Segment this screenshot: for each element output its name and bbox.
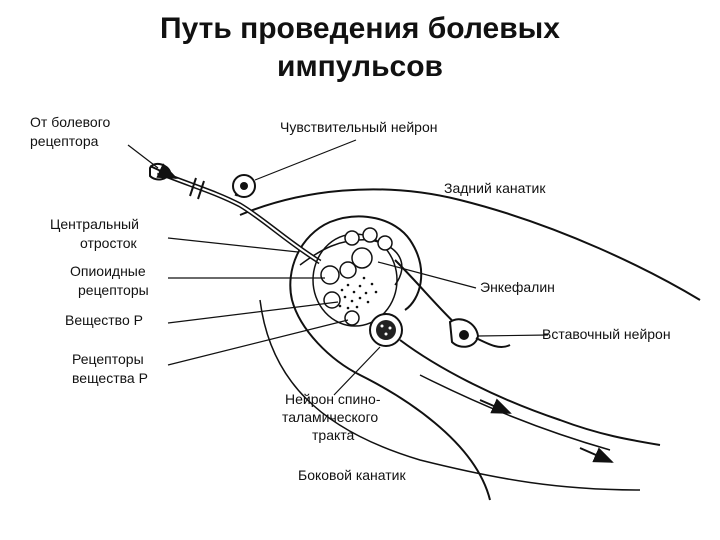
label-central-process-2: отросток	[80, 235, 138, 251]
fiber-break-1	[189, 177, 197, 197]
vesicle-3	[377, 235, 393, 251]
interneuron-dendrite	[475, 337, 511, 348]
gray-matter-outline	[289, 215, 491, 501]
spinothalamic-nucleus-texture	[380, 324, 392, 336]
afferent-arrow	[149, 163, 178, 179]
label-central-process-1: Центральный	[50, 216, 139, 232]
interneuron-process	[394, 259, 463, 331]
label-spinothalamic-2: таламического	[282, 409, 378, 425]
spinothalamic-neuron-nucleus	[376, 320, 396, 340]
label-sp-receptors-2: вещества Р	[72, 370, 148, 386]
substance-p-granules	[338, 276, 378, 310]
label-opioid-receptors-2: рецепторы	[78, 282, 149, 298]
vesicle-2	[362, 227, 378, 243]
afferent-fiber-core	[157, 171, 321, 263]
lateral-tract-line	[419, 374, 611, 451]
label-enkephalin: Энкефалин	[480, 279, 555, 295]
label-dorsal-column: Задний канатик	[444, 180, 546, 196]
label-spinothalamic-3: тракта	[312, 427, 355, 443]
label-lateral-column: Боковой канатик	[298, 467, 406, 483]
spinothalamic-axon	[399, 339, 661, 446]
spinal-cord-outline	[239, 188, 701, 301]
label-sensory-neuron: Чувствительный нейрон	[280, 119, 437, 135]
sensory-neuron-nucleus	[240, 182, 248, 190]
tract-arrow-1	[479, 398, 512, 414]
vesicle-1	[344, 230, 360, 246]
substance-p-vesicle-1	[323, 291, 341, 309]
white-matter-boundary	[259, 299, 641, 491]
label-pain-receptor-2: рецептора	[30, 133, 99, 149]
tract-arrow-2	[579, 447, 614, 463]
substance-p-vesicle-2	[344, 310, 360, 326]
leader-lines	[127, 139, 549, 396]
label-opioid-receptors-1: Опиоидные	[70, 263, 146, 279]
label-interneuron: Вставочный нейрон	[542, 326, 671, 342]
title-line-1: Путь проведения болевых	[160, 12, 560, 45]
opioid-receptor-cell-2	[339, 261, 357, 279]
slide-title: Путь проведения болевых импульсов	[0, 10, 720, 86]
fiber-break-2	[197, 180, 205, 200]
opioid-receptor-cell-1	[320, 265, 340, 285]
title-line-2: импульсов	[277, 50, 443, 83]
label-substance-p: Вещество Р	[65, 312, 143, 328]
label-pain-receptor-1: От болевого	[30, 114, 111, 130]
vesicle-4	[351, 247, 373, 269]
label-sp-receptors-1: Рецепторы	[72, 351, 144, 367]
interneuron-nucleus	[459, 330, 469, 340]
label-spinothalamic-1: Нейрон спино-	[285, 391, 381, 407]
